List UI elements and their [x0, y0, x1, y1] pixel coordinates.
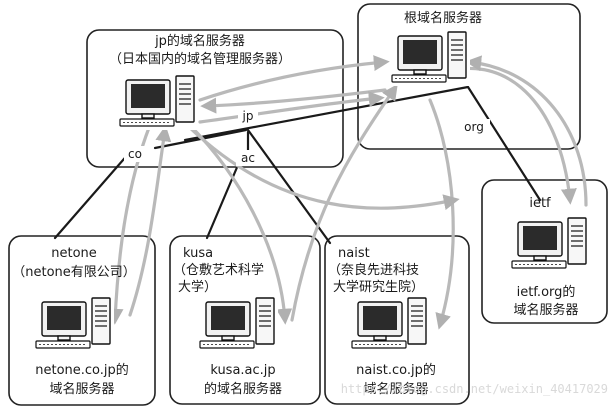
netone-caption-line1: netone.co.jp的 — [35, 362, 129, 378]
flow-root-to-jp — [200, 88, 387, 114]
ietf-caption-line2: 域名服务器 — [513, 302, 578, 318]
netone-caption-line2: 域名服务器 — [49, 381, 114, 397]
flow-jp-to-root-2 — [198, 91, 385, 124]
tree-root-jp — [183, 85, 470, 142]
flow-jp-to-root — [198, 55, 390, 102]
netone-subtitle: （netone有限公司） — [12, 265, 136, 280]
netone-server-icon — [34, 296, 114, 352]
tree-co-naist — [246, 128, 332, 245]
tree-co-netone — [53, 150, 132, 240]
jp-server-title: jp的域名服务器 — [154, 33, 245, 49]
naist-server-icon — [350, 296, 430, 352]
kusa-caption-line1: kusa.ac.jp — [210, 363, 275, 378]
tree-label-ac: ac — [241, 151, 255, 165]
naist-caption-line1: naist.co.jp的 — [356, 362, 436, 378]
tree-label-co: co — [128, 147, 142, 161]
naist-subtitle-line1: （奈良先进科技 — [328, 262, 419, 278]
flow-jp-to-naist — [178, 116, 460, 211]
kusa-subtitle-line1: （仓敷艺术科学 — [173, 262, 264, 278]
ietf-server-icon — [510, 216, 590, 272]
jp-server-icon — [118, 74, 198, 130]
kusa-name: kusa — [183, 246, 213, 261]
naist-name: naist — [338, 246, 370, 261]
jp-server-subtitle: （日本国内的域名管理服务器） — [109, 51, 291, 67]
tree-label-jp: jp — [242, 109, 254, 123]
kusa-subtitle-line2: 大学） — [178, 279, 217, 295]
netone-name: netone — [51, 246, 97, 261]
kusa-caption-line2: 的域名服务器 — [204, 381, 282, 397]
naist-caption-line2: 域名服务器 — [363, 381, 428, 397]
ietf-name: ietf — [529, 196, 551, 211]
tree-root-org-ietf — [466, 85, 542, 202]
kusa-server-icon — [198, 296, 278, 352]
flow-netone-to-jp — [128, 125, 172, 317]
naist-subtitle-line2: 大学研究生院） — [333, 279, 424, 295]
root-server-title: 根域名服务器 — [404, 10, 482, 26]
flow-kusa-to-root — [290, 84, 398, 322]
ietf-caption-line1: ietf.org的 — [517, 284, 576, 300]
watermark: https://blog.csdn.net/weixin_40417029 — [341, 382, 608, 396]
root-server-icon — [390, 30, 470, 86]
tree-label-org: org — [464, 120, 484, 134]
flow-ietf-to-root — [465, 55, 588, 207]
